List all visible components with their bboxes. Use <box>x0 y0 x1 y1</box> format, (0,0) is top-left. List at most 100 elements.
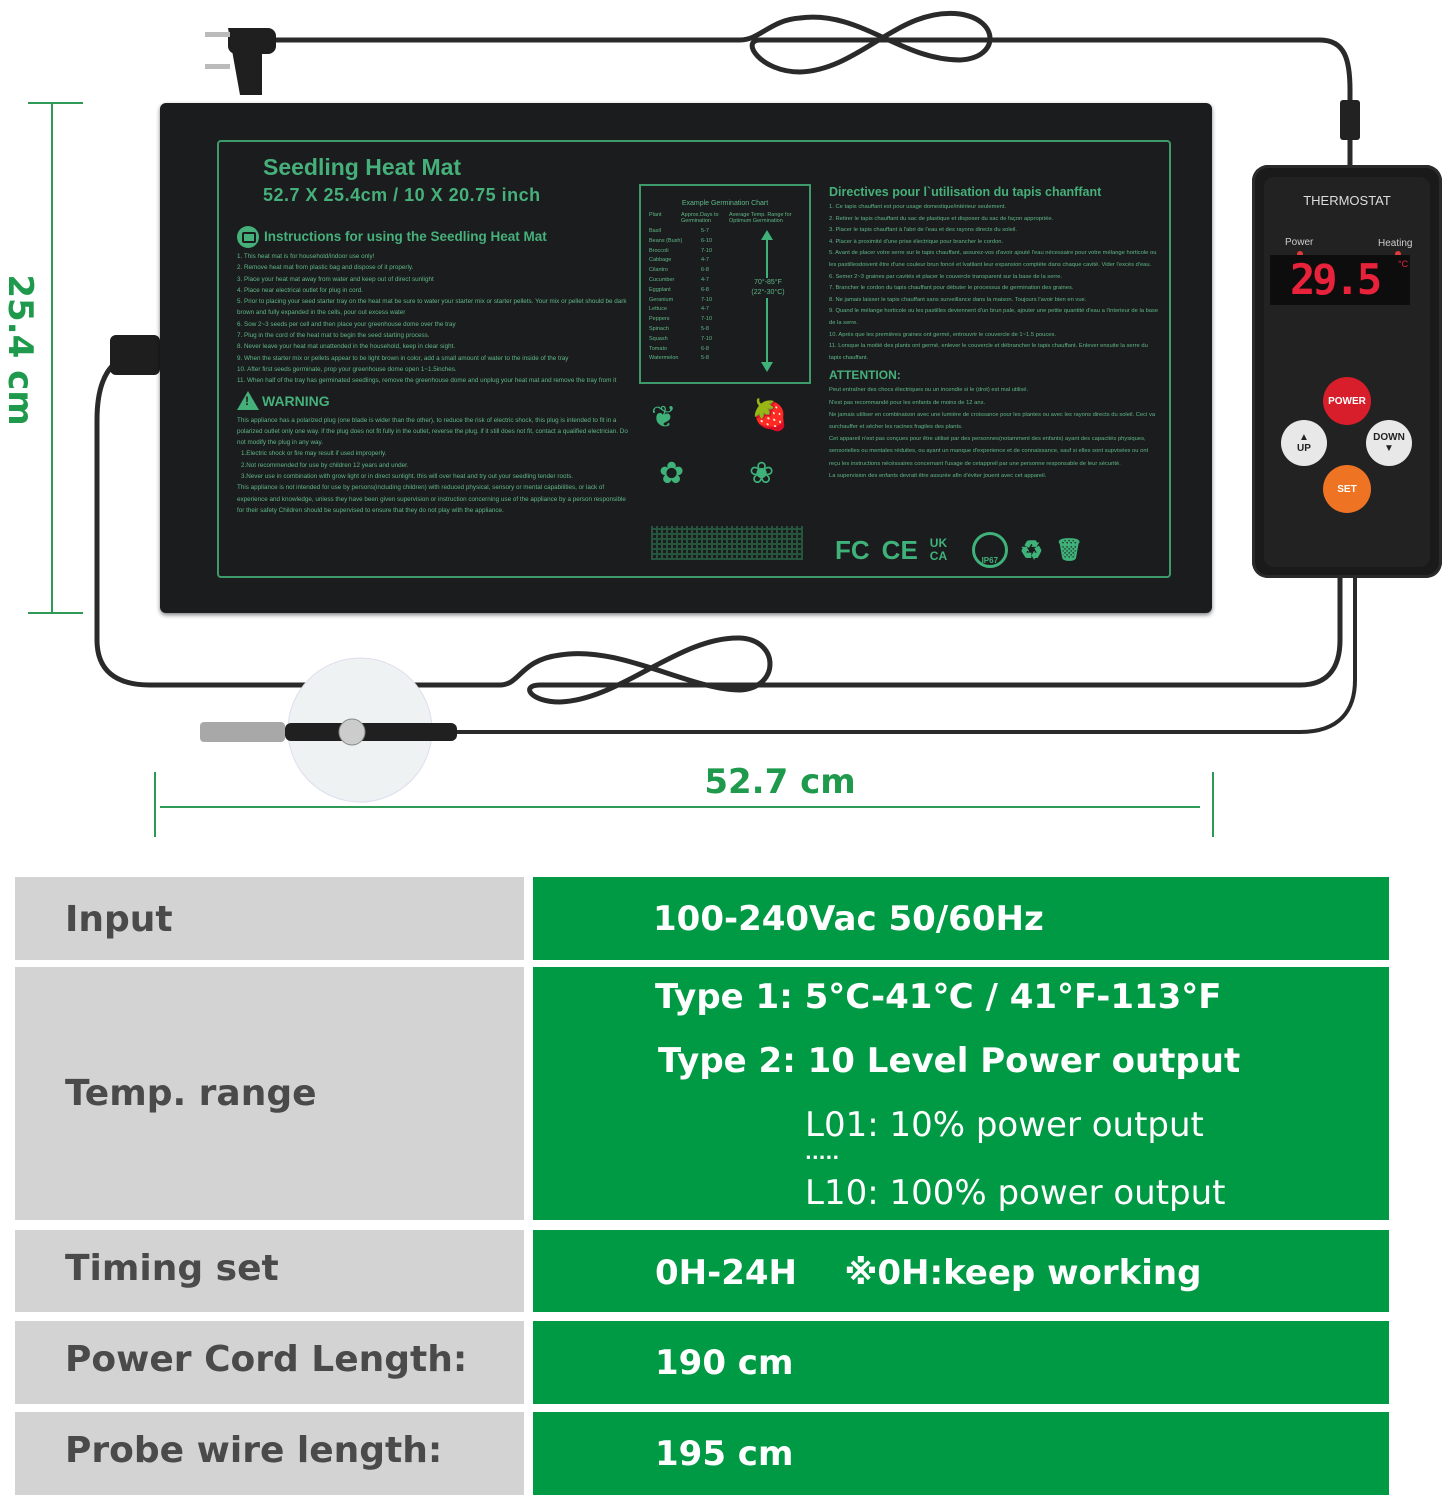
germination-temp-range: 70°-85°F (22°-30°C) <box>747 278 789 298</box>
plant-name: Tomato <box>649 345 668 352</box>
germination-days: 5-8 <box>701 325 709 332</box>
down-button-label: DOWN <box>1373 432 1405 443</box>
set-button[interactable]: SET <box>1323 465 1371 513</box>
french-item: 11. Lorsque la moitié des plants ont ger… <box>829 343 1148 361</box>
warning-item: This appliance has a polarized plug (one… <box>237 416 628 447</box>
plant-name: Lettuce <box>649 306 668 313</box>
spec-value: 195 cm <box>655 1434 794 1474</box>
germination-chart: Example Germination Chart Plant Approx.D… <box>639 184 811 384</box>
header-temp: Average Temp. Range for Optimum Germinat… <box>729 212 792 224</box>
spec-label: Temp. range <box>65 1073 317 1114</box>
germination-days: 5-8 <box>701 355 709 362</box>
plant-name: Geranium <box>649 296 674 303</box>
spec-row-timing-value: 0H-24H ※0H:keep working <box>533 1230 1389 1312</box>
french-item: 1. Ce tapis chauffant est pour usage dom… <box>829 204 1007 210</box>
french-instructions-list: 1. Ce tapis chauffant est pour usage dom… <box>829 202 1159 364</box>
power-cord <box>262 10 1353 171</box>
french-item: 2. Retirer le tapis chauffant du sac de … <box>829 215 1054 222</box>
height-dimension-tick-bottom <box>28 612 83 614</box>
germination-days: 7-10 <box>701 335 713 342</box>
mat-size: 52.7 X 25.4cm / 10 X 20.75 inch <box>263 185 541 205</box>
header-days: Approx.Days to Germination <box>681 212 719 224</box>
attention-list: Peut entraîner des chocs électriques ou … <box>829 384 1159 482</box>
warning-heading: WARNING <box>237 391 330 411</box>
thermostat-title: THERMOSTAT <box>1303 193 1391 208</box>
power-level-ellipsis: ..... <box>805 1143 840 1164</box>
temp-range-f: 70°-85°F <box>754 279 782 286</box>
plant-name: Broccoli <box>649 247 669 254</box>
attention-item: Cet appareil n'est pas conçues pour être… <box>829 436 1149 467</box>
height-dimension-tick-top <box>28 102 83 104</box>
width-dimension-line <box>160 806 1200 808</box>
instruction-item: 11. When half of the tray has germinated… <box>237 377 617 385</box>
attention-item: N'est pas recommandé pour les enfants de… <box>829 399 986 406</box>
germination-days: 4-7 <box>701 306 709 313</box>
mat-title: Seedling Heat Mat <box>263 154 462 180</box>
germination-days: 6-10 <box>701 237 713 244</box>
germination-chart-header: Plant Approx.Days to Germination Average… <box>649 212 805 224</box>
spec-row-probe-label: Probe wire length: <box>15 1412 524 1495</box>
height-dimension-line <box>51 103 53 613</box>
thermostat-controller: THERMOSTAT Power Heating 29.5 °C POWER ▲… <box>1252 165 1442 578</box>
germination-row: Eggplant 6-8 <box>649 286 809 296</box>
plant-name: Eggplant <box>649 286 671 293</box>
instruction-item: 4. Place near electrical outlet for plug… <box>237 286 364 294</box>
weee-bin-icon: 🗑 <box>1055 537 1084 562</box>
germination-days: 5-7 <box>701 228 709 234</box>
instruction-item: 9. When the starter mix or pellets appea… <box>237 354 569 362</box>
temperature-display: 29.5 °C <box>1270 255 1410 305</box>
up-button[interactable]: ▲UP <box>1281 420 1327 466</box>
warning-item: 1.Electric shock or fire may result if u… <box>241 450 387 458</box>
instruction-item: 7. Plug in the cord of the heat mat to b… <box>237 332 430 340</box>
warning-list: This appliance has a polarized plug (one… <box>237 415 632 517</box>
instructions-list: 1. This heat mat is for household/indoor… <box>237 251 627 387</box>
temp-type-2: Type 2: 10 Level Power output <box>658 1041 1241 1081</box>
french-heading: Directives pour l`utilisation du tapis c… <box>829 185 1102 199</box>
spec-row-power-cord-label: Power Cord Length: <box>15 1321 524 1404</box>
french-item: 6. Semer 2~3 graines par cavités et plac… <box>829 273 1063 280</box>
germination-chart-title: Example Germination Chart <box>681 200 769 207</box>
height-dimension-label: 25.4 cm <box>0 274 40 426</box>
germination-days: 6-8 <box>701 345 709 352</box>
germination-days: 7-10 <box>701 247 713 254</box>
down-button[interactable]: DOWN▼ <box>1366 420 1412 466</box>
plant-name: Beans (Bush) <box>649 237 683 244</box>
power-led-label: Power <box>1285 237 1314 248</box>
germination-row: Beans (Bush) 6-10 <box>649 237 809 247</box>
heating-led <box>1395 251 1401 257</box>
plant-name: Cucumber <box>649 276 675 283</box>
width-dimension-tick-right <box>1212 772 1214 837</box>
germination-row: Broccoli 7-10 <box>649 247 809 257</box>
attention-item: La supervision des enfants devrait être … <box>829 472 1047 479</box>
spec-label: Input <box>65 899 173 940</box>
instruction-item: 1. This heat mat is for household/indoor… <box>237 253 375 260</box>
instruction-item: 5. Prior to placing your seed starter tr… <box>237 298 627 317</box>
spec-value: 100-240Vac 50/60Hz <box>653 899 1044 939</box>
warning-icon <box>237 391 259 411</box>
recycle-icon: ♻ <box>1019 534 1044 565</box>
germination-days: 6-8 <box>701 286 709 293</box>
spec-value: 0H-24H ※0H:keep working <box>655 1253 1202 1293</box>
mat-cord-grommet <box>110 335 160 375</box>
spec-row-temp-value: Type 1: 5°C-41℃ / 41°F-113°F Type 2: 10 … <box>533 967 1389 1220</box>
french-item: 7. Brancher le cordon du tapis chauffant… <box>829 285 1074 292</box>
temp-type-1: Type 1: 5°C-41℃ / 41°F-113°F <box>655 977 1222 1017</box>
plug-icon <box>205 28 276 95</box>
down-arrow-icon: ▼ <box>1384 443 1394 454</box>
leaf-icon: ❦ <box>651 400 677 435</box>
power-button[interactable]: POWER <box>1323 377 1371 425</box>
spec-row-power-cord-value: 190 cm <box>533 1321 1389 1404</box>
instructions-heading-text: Instructions for using the Seedling Heat… <box>264 229 547 244</box>
english-text-column: Instructions for using the Seedling Heat… <box>237 226 632 516</box>
ukca-mark: UK CA <box>929 536 948 563</box>
plant-name: Cabbage <box>649 257 672 264</box>
display-value: 29.5 <box>1290 255 1382 304</box>
instructions-heading: Instructions for using the Seedling Heat… <box>237 226 547 248</box>
spec-value: 190 cm <box>655 1343 794 1383</box>
fcc-mark: FC <box>835 534 870 565</box>
germination-row: Tomato 6-8 <box>649 345 809 355</box>
